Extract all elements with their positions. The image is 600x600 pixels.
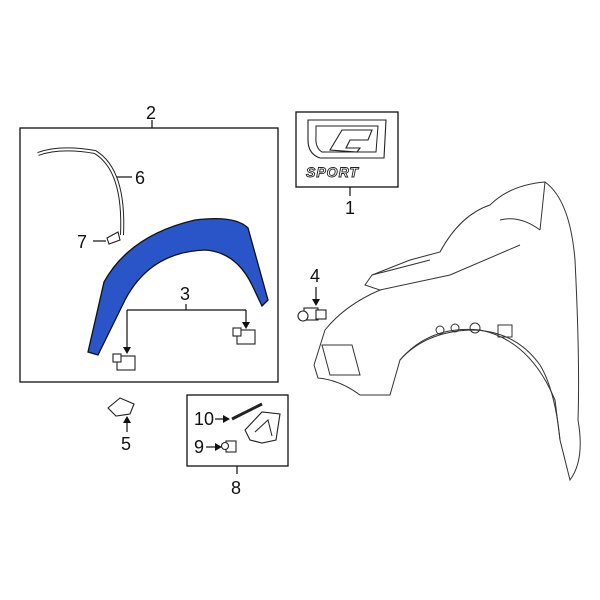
callout-4[interactable]: 4 (310, 266, 320, 286)
part-6-molding[interactable] (37, 147, 125, 236)
part-5-clip[interactable] (107, 397, 135, 417)
group-box-1 (295, 111, 399, 188)
part-8-bracket[interactable] (244, 411, 281, 444)
callout-2[interactable]: 2 (146, 103, 156, 123)
clip-3a[interactable] (112, 353, 136, 371)
part-4-grommet[interactable] (297, 307, 327, 322)
badge-logo-text: SPORT (306, 164, 359, 180)
f-sport-badge[interactable]: SPORT (306, 119, 387, 180)
part-7-tape[interactable] (106, 231, 121, 245)
callout-3[interactable]: 3 (180, 284, 190, 304)
callout-7[interactable]: 7 (77, 232, 87, 252)
callout-9[interactable]: 9 (194, 437, 204, 457)
fender-panel[interactable] (313, 181, 581, 482)
group-box-2 (19, 127, 279, 383)
callout-10[interactable]: 10 (194, 409, 214, 429)
fender-flare-highlight[interactable] (87, 217, 269, 356)
callout-8[interactable]: 8 (231, 478, 241, 498)
callout-5[interactable]: 5 (121, 434, 131, 454)
callout-6[interactable]: 6 (135, 168, 145, 188)
part-10-rod[interactable] (231, 402, 263, 421)
clip-3b[interactable] (232, 327, 256, 345)
part-9-bolt[interactable] (220, 440, 237, 453)
callout-1[interactable]: 1 (345, 198, 355, 218)
